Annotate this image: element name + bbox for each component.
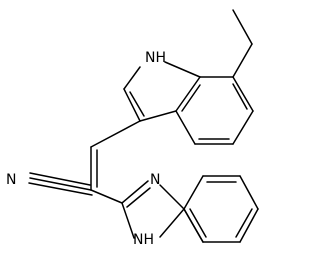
bond xyxy=(90,120,141,148)
bond xyxy=(159,184,185,210)
bond xyxy=(232,76,254,112)
vinyl-linker xyxy=(90,120,141,191)
atom-label-imidazole-n: N xyxy=(150,172,160,188)
imidazole-ring xyxy=(90,180,185,239)
ethyl-group xyxy=(232,9,253,78)
triple-bond xyxy=(29,172,91,186)
bond xyxy=(175,76,201,112)
bond xyxy=(239,208,259,243)
atom-label-nh-indole: NH xyxy=(145,50,166,66)
bond xyxy=(183,208,204,243)
double-bond-inner xyxy=(235,208,253,238)
bond xyxy=(232,110,254,145)
benzimidazole-benzene-ring xyxy=(183,175,259,243)
indole-pyrrole-ring xyxy=(123,61,201,122)
bond xyxy=(121,202,135,239)
double-bond-inner xyxy=(126,187,151,208)
bond xyxy=(232,43,253,78)
bond xyxy=(183,175,204,210)
triple-bond xyxy=(28,182,93,196)
bond xyxy=(175,110,196,145)
bond xyxy=(123,88,141,122)
bond xyxy=(232,9,253,45)
bond xyxy=(164,61,201,78)
bond xyxy=(121,180,149,204)
bond xyxy=(139,110,177,122)
bond xyxy=(159,208,185,238)
double-bond-inner xyxy=(232,83,248,110)
atom-label-nh-benzimidazole: NH xyxy=(133,232,154,248)
bond xyxy=(90,189,123,204)
nitrile-group xyxy=(28,172,93,196)
double-bond-inner xyxy=(181,84,201,112)
bond xyxy=(239,175,259,210)
chemical-structure-diagram: NH N N NH xyxy=(6,9,259,248)
double-bond-inner xyxy=(189,208,207,238)
atom-label-nitrile-n: N xyxy=(6,172,16,188)
bond xyxy=(129,91,145,117)
triple-bond xyxy=(29,177,92,191)
bond xyxy=(123,66,141,90)
indole-benzene-ring xyxy=(175,76,254,145)
